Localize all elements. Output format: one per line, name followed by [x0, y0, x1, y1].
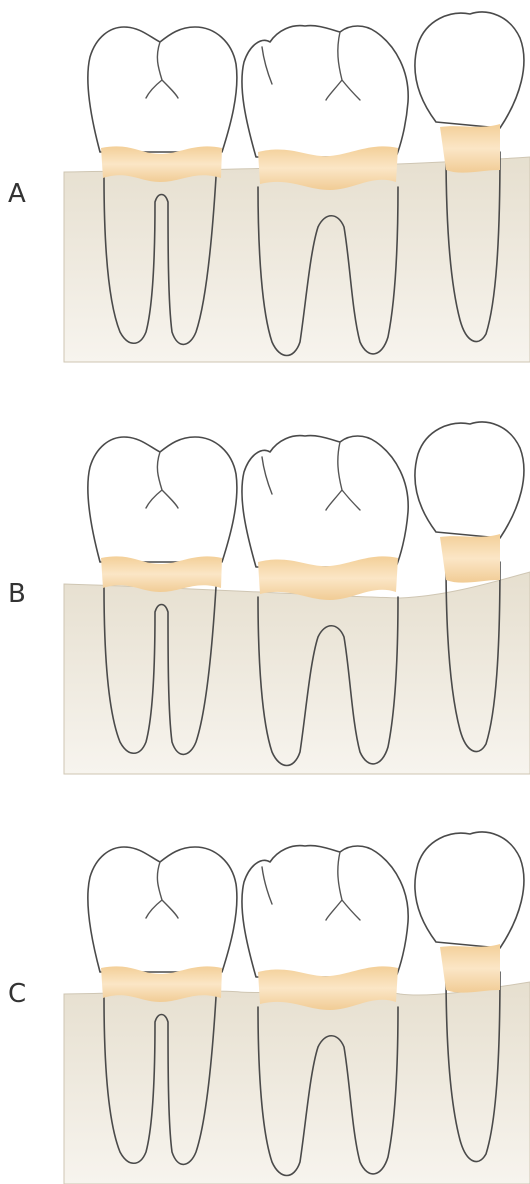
panel-label-b: B — [8, 579, 26, 609]
bone-level-c — [64, 982, 530, 1184]
panel-label-c: C — [8, 979, 26, 1009]
panel-c: C — [8, 832, 530, 1184]
bone-level-a — [64, 157, 530, 362]
panel-b: B — [8, 422, 530, 774]
bone-level-b — [64, 572, 530, 774]
panel-a: A — [8, 12, 530, 362]
panel-label-a: A — [8, 179, 26, 209]
